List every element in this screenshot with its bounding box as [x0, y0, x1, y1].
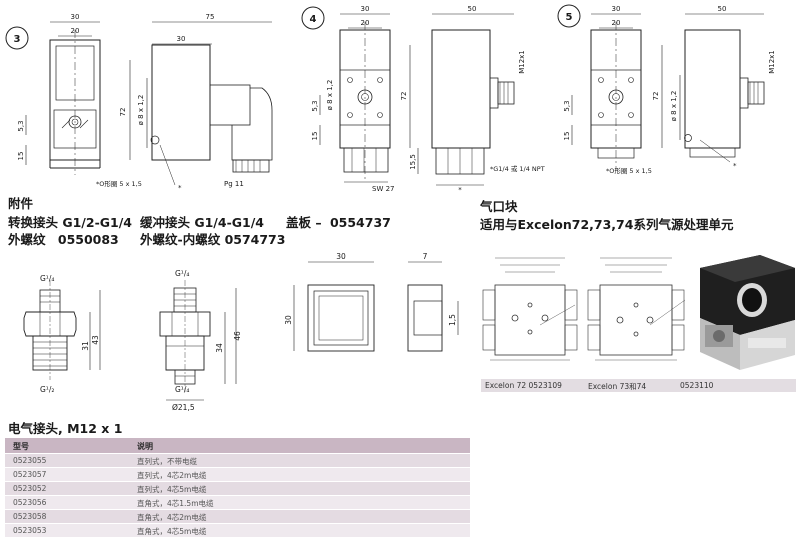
- row-code: 0523057: [13, 470, 47, 479]
- adapter-1-top-thread: G¹/₄: [40, 274, 54, 283]
- connector-title: 电气接头, M12 x 1: [8, 421, 123, 436]
- adapter-2-bottom-thread: G¹/₄: [175, 385, 189, 394]
- adapter-2-line1: 缓冲接头 G1/4-G1/4: [140, 215, 264, 230]
- dim-width: 30: [71, 13, 80, 21]
- adapter-2-line2: 外螺纹-内螺纹 0574773: [140, 229, 285, 248]
- excelon-73-74-label: Excelon 73和74: [588, 382, 647, 391]
- adapter-1-line2: 外螺纹 0550083: [8, 229, 119, 248]
- cover-plate-label: 盖板 –: [286, 215, 322, 230]
- dim-offset: 5,3: [17, 120, 25, 131]
- adapter-2-dim-34: 34: [215, 343, 224, 353]
- cover-plate-code: 0554737: [329, 215, 391, 230]
- cover-thickness: 1,5: [448, 314, 457, 326]
- dim-width: 30: [612, 5, 621, 13]
- badge-4: 4: [310, 14, 317, 25]
- accessories-title: 附件: [8, 196, 34, 211]
- svg-text:*: *: [458, 186, 462, 194]
- dim-length: 50: [718, 5, 727, 13]
- port-note: *G1/4 或 1/4 NPT: [490, 164, 545, 173]
- dim-base: 15: [563, 132, 571, 141]
- adapter-1-bottom-thread: G¹/₂: [40, 385, 54, 394]
- dim-inner-width: 20: [612, 19, 621, 27]
- adapter-2-thread: 外螺纹-内螺纹: [140, 232, 221, 247]
- svg-text:*: *: [178, 184, 182, 192]
- adapter-1-dim-31: 31: [81, 341, 90, 351]
- row-desc: 直列式，4芯2m电缆: [137, 471, 207, 480]
- dim-inner-width: 20: [71, 27, 80, 35]
- oring-note: *O形圈 5 x 1,5: [96, 180, 142, 188]
- header-description: 说明: [137, 442, 153, 451]
- dim-offset: 5,3: [563, 100, 571, 111]
- cover-width: 30: [336, 252, 346, 261]
- dim-base: 15: [311, 132, 319, 141]
- row-code: 0523052: [13, 484, 47, 493]
- thread-m12: M12x1: [518, 50, 526, 74]
- row-desc: 直角式，4芯2m电缆: [137, 513, 207, 522]
- row-code: 0523056: [13, 498, 47, 507]
- adapter-2-diameter: Ø21,5: [172, 403, 195, 412]
- dim-length: 50: [468, 5, 477, 13]
- dim-side-width: 30: [177, 35, 186, 43]
- oring-note: *O形圈 5 x 1,5: [606, 167, 652, 175]
- air-block-photo: [700, 255, 795, 370]
- adapter-2-top-thread: G¹/₄: [175, 269, 189, 278]
- row-code: 0523058: [13, 512, 47, 521]
- dim-total-length: 75: [206, 13, 215, 21]
- dim-base: 15: [17, 152, 25, 161]
- connector-table: 型号 说明 0523055 直列式，不带电缆 0523057 直列式，4芯2m电…: [5, 438, 470, 537]
- air-block-subtitle: 适用与Excelon72,73,74系列气源处理单元: [480, 217, 734, 232]
- table-row: 0523053 直角式，4芯5m电缆: [5, 523, 470, 537]
- thread-m12: M12x1: [768, 50, 776, 74]
- table-row: 0523057 直列式，4芯2m电缆: [5, 467, 470, 481]
- table-row: 0523055 直列式，不带电缆: [5, 453, 470, 467]
- excelon-73-74-code: 0523110: [680, 381, 714, 390]
- dim-height: 72: [400, 92, 408, 101]
- table-row: 0523052 直列式，4芯5m电缆: [5, 481, 470, 495]
- table-row: 0523056 直角式，4芯1.5m电缆: [5, 495, 470, 509]
- excelon-72-label: Excelon 72 0523109: [485, 381, 562, 390]
- wrench-size: SW 27: [372, 185, 395, 193]
- dim-offset: 5,3: [311, 100, 319, 111]
- dim-bore: ø 8 x 1,2: [326, 80, 334, 111]
- cover-plate: 盖板 – 0554737: [286, 212, 391, 231]
- dim-bore: ø 8 x 1,2: [137, 95, 145, 126]
- svg-text:*: *: [733, 162, 737, 170]
- excelon-label-bar: [481, 379, 796, 392]
- dim-width: 30: [361, 5, 370, 13]
- adapter-2-dim-46: 46: [233, 331, 242, 341]
- badge-5: 5: [566, 12, 573, 23]
- adapter-1-dim-43: 43: [91, 335, 100, 345]
- row-desc: 直列式，4芯5m电缆: [137, 485, 207, 494]
- thread-label: Pg 11: [224, 180, 244, 188]
- table-header: 型号 说明: [5, 438, 470, 453]
- row-code: 0523053: [13, 526, 47, 535]
- row-desc: 直角式，4芯1.5m电缆: [137, 499, 214, 508]
- adapter-1-code: 0550083: [57, 232, 119, 247]
- dim-height: 72: [652, 92, 660, 101]
- row-desc: 直列式，不带电缆: [137, 457, 197, 466]
- table-row: 0523058 直角式，4芯2m电缆: [5, 509, 470, 523]
- dim-port: 15,5: [409, 154, 417, 170]
- adapter-2-code: 0574773: [224, 232, 286, 247]
- adapter-1-line1: 转换接头 G1/2-G1/4: [8, 215, 132, 230]
- row-desc: 直角式，4芯5m电缆: [137, 527, 207, 536]
- dim-height: 72: [119, 108, 127, 117]
- adapter-1-thread: 外螺纹: [8, 232, 46, 247]
- badge-3: 3: [14, 34, 21, 45]
- air-block-title: 气口块: [480, 199, 518, 214]
- cover-depth: 7: [423, 252, 428, 261]
- dim-inner-width: 20: [361, 19, 370, 27]
- dim-bore: ø 8 x 1,2: [670, 91, 678, 122]
- header-model: 型号: [13, 442, 29, 451]
- cover-height: 30: [284, 315, 293, 325]
- row-code: 0523055: [13, 456, 47, 465]
